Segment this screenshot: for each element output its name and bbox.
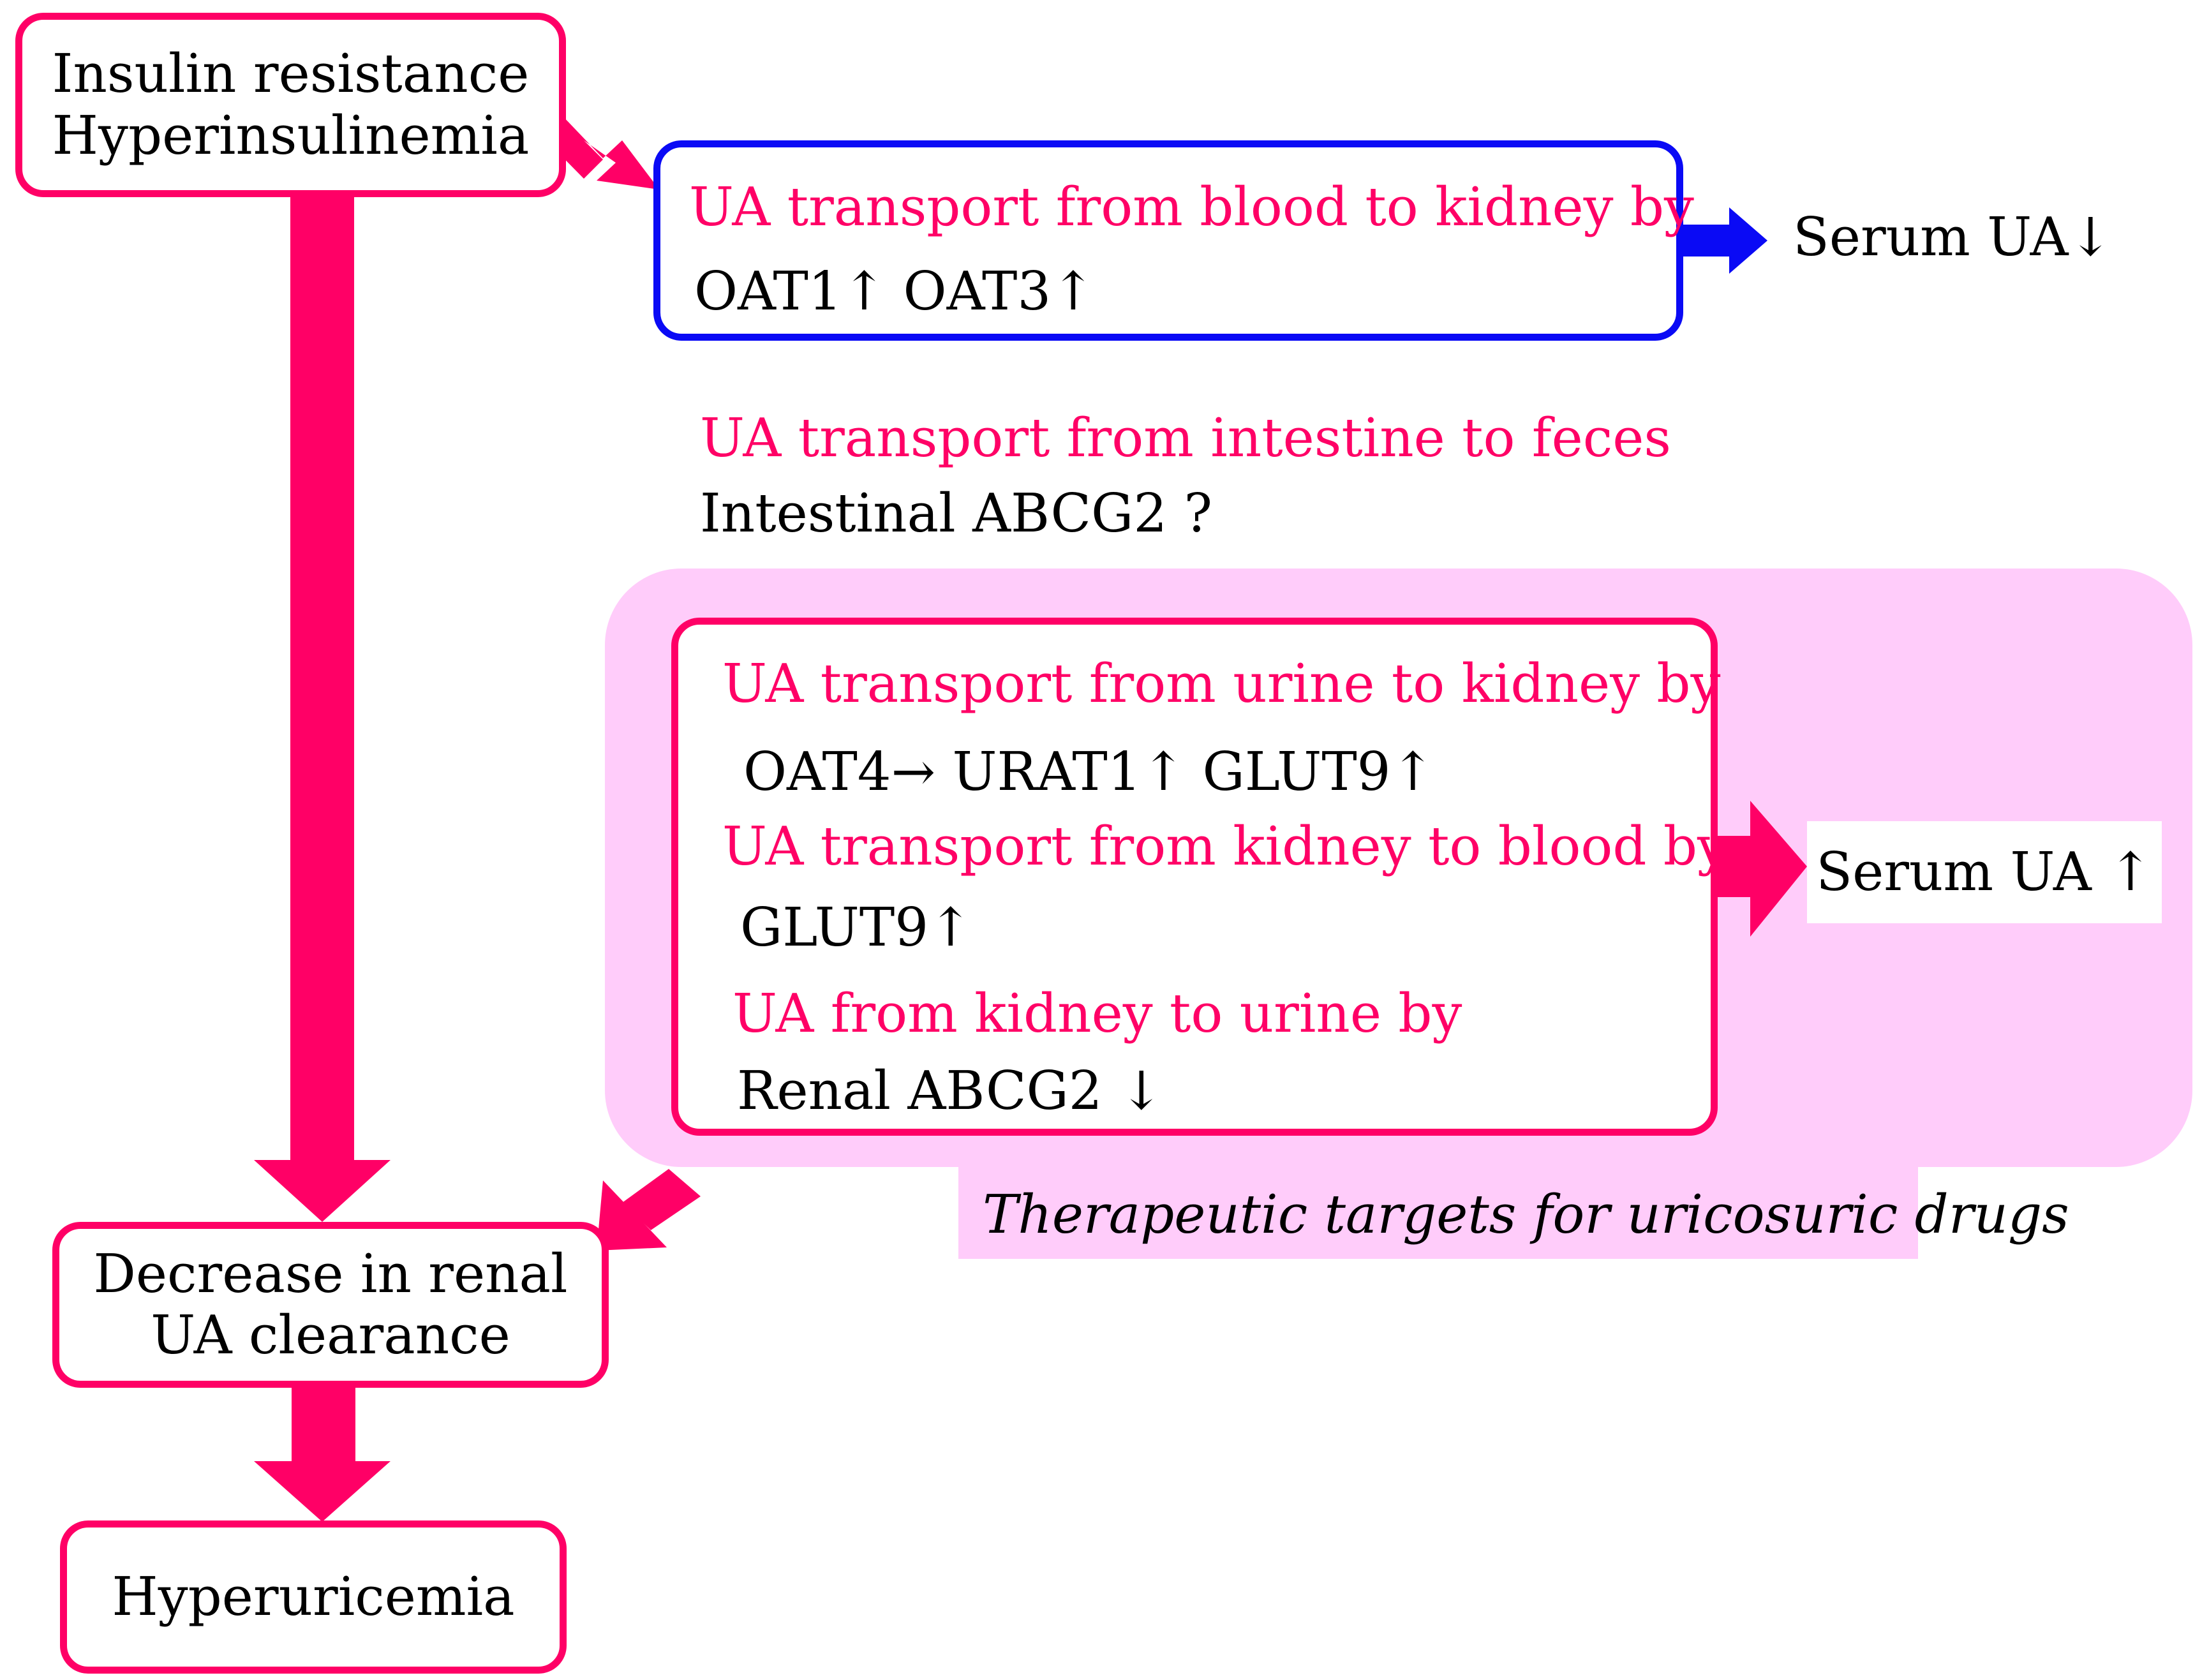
- therapeutic-label-background: [958, 1166, 1918, 1259]
- serum-ua-increase-box: Serum UA ↑: [1807, 821, 2162, 923]
- hyperinsulinemia-label: Hyperinsulinemia: [52, 104, 530, 167]
- intestinal-abcg2-label: Intestinal ABCG2 ?: [700, 482, 1213, 544]
- serum-ua-increase-label: Serum UA ↑: [1816, 840, 2153, 903]
- urine-to-kidney-transporters: OAT4→ URAT1↑ GLUT9↑: [743, 741, 1436, 803]
- blood-to-kidney-title: UA transport from blood to kidney by: [689, 176, 1694, 238]
- arrow-blood-box-to-serum-head: [1729, 207, 1767, 274]
- arrow-blood-box-to-serum-shaft: [1679, 225, 1730, 256]
- arrow-decrease-to-hyperuricemia-shaft: [292, 1385, 355, 1464]
- arrow-region-to-decrease-body: [622, 1169, 701, 1230]
- arrow-insulin-to-decrease-head: [254, 1160, 390, 1222]
- insulin-resistance-box: Insulin resistance Hyperinsulinemia: [15, 13, 566, 197]
- hyperuricemia-label: Hyperuricemia: [112, 1565, 515, 1628]
- renal-transport-box: [671, 618, 1718, 1136]
- blood-to-kidney-box: [653, 140, 1683, 341]
- arrow-insulin-to-blood-box: [556, 115, 659, 190]
- intestine-title: UA transport from intestine to feces: [700, 407, 1671, 469]
- arrow-decrease-to-hyperuricemia-head: [254, 1461, 390, 1522]
- arrow-renal-box-to-serum-shaft: [1715, 836, 1752, 897]
- arrow-insulin-to-decrease-shaft: [290, 191, 354, 1163]
- urine-to-kidney-title: UA transport from urine to kidney by: [722, 653, 1721, 715]
- blood-to-kidney-transporters: OAT1↑ OAT3↑: [694, 260, 1096, 322]
- renal-abcg2-label: Renal ABCG2 ↓: [737, 1060, 1164, 1122]
- kidney-to-blood-title: UA transport from kidney to blood by: [722, 815, 1727, 877]
- ua-clearance-label: UA clearance: [151, 1304, 510, 1366]
- decrease-renal-clearance-box: Decrease in renal UA clearance: [52, 1222, 609, 1388]
- decrease-renal-label: Decrease in renal: [93, 1242, 568, 1305]
- hyperuricemia-box: Hyperuricemia: [60, 1520, 567, 1674]
- kidney-to-urine-title: UA from kidney to urine by: [733, 983, 1462, 1044]
- arrow-renal-box-to-serum-head: [1750, 801, 1807, 937]
- therapeutic-targets-label: Therapeutic targets for uricosuric drugs: [983, 1184, 2069, 1245]
- arrow-region-to-decrease-head: [597, 1180, 667, 1251]
- serum-ua-decrease-label: Serum UA↓: [1793, 206, 2113, 268]
- insulin-resistance-label: Insulin resistance: [52, 43, 530, 105]
- kidney-to-blood-transporters: GLUT9↑: [740, 896, 973, 958]
